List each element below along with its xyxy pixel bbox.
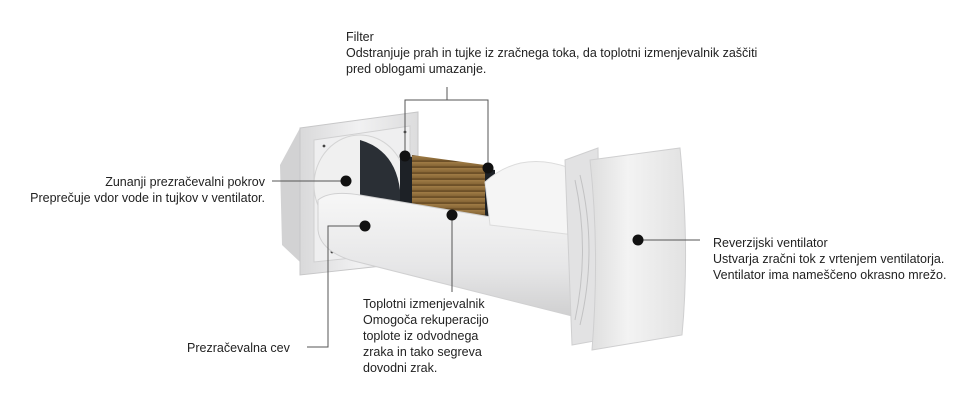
- callout-title: Zunanji prezračevalni pokrov: [105, 175, 265, 189]
- callout-description: Odstranjuje prah in tujke iz zračnega to…: [346, 46, 758, 60]
- callout-duct: Prezračevalna cev: [187, 340, 290, 356]
- callout-reversible-fan: Reverzijski ventilator Ustvarja zračni t…: [713, 235, 946, 283]
- callout-filter: Filter Odstranjuje prah in tujke iz zrač…: [346, 29, 757, 77]
- marker-heat-exchanger: [446, 209, 458, 221]
- leader-lines: [272, 87, 700, 348]
- callout-outer-hood: Zunanji prezračevalni pokrov Preprečuje …: [30, 174, 265, 206]
- callout-title: Reverzijski ventilator: [713, 236, 828, 250]
- callout-markers: [340, 150, 644, 246]
- callout-title: Prezračevalna cev: [187, 341, 290, 355]
- callout-description: toplote iz odvodnega: [363, 329, 479, 343]
- duct: [317, 161, 581, 319]
- callout-heat-exchanger: Toplotni izmenjevalnik Omogoča rekuperac…: [363, 296, 489, 376]
- marker-filter-right: [482, 162, 494, 174]
- callout-description: Ventilator ima nameščeno okrasno mrežo.: [713, 268, 947, 282]
- callout-description: Omogoča rekuperacijo: [363, 313, 489, 327]
- callout-description: Preprečuje vdor vode in tujkov v ventila…: [30, 191, 265, 205]
- callout-description: pred oblogami umazanje.: [346, 62, 487, 76]
- marker-fan: [632, 234, 644, 246]
- callout-description: dovodni zrak.: [363, 361, 438, 375]
- marker-outer-hood: [340, 175, 352, 187]
- callout-title: Filter: [346, 30, 374, 44]
- marker-duct: [359, 220, 371, 232]
- callout-title: Toplotni izmenjevalnik: [363, 297, 485, 311]
- callout-description: Ustvarja zračni tok z vrtenjem ventilato…: [713, 252, 945, 266]
- callout-description: zraka in tako segreva: [363, 345, 482, 359]
- reversible-fan: [564, 147, 687, 351]
- marker-filter-left: [399, 150, 411, 162]
